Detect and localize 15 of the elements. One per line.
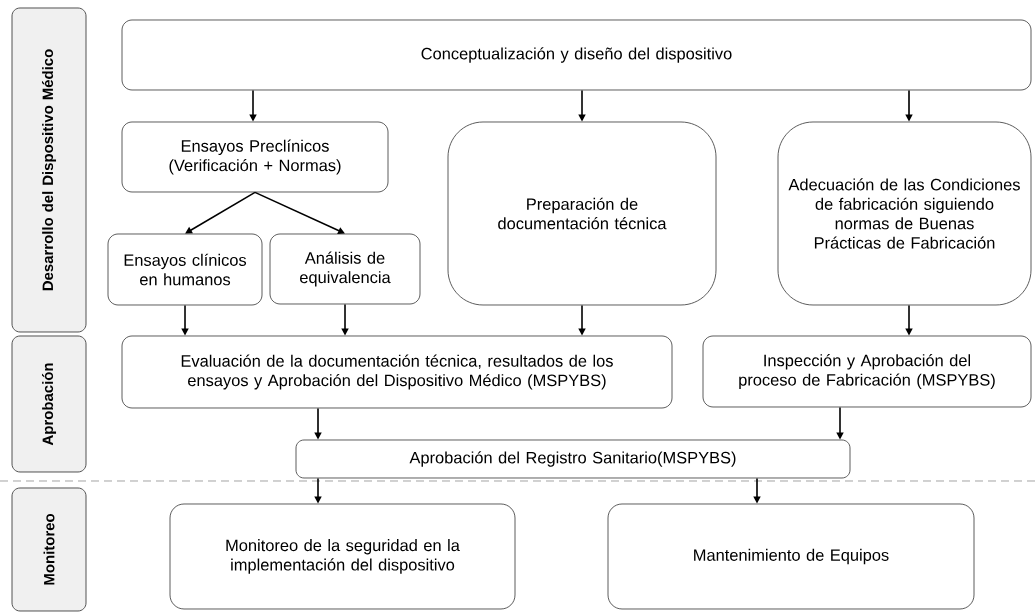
process-box: Evaluación de la documentación técnica, resultados de los ensayos y Aprobación del Dispositivo Médico (MSPYBS): [121, 335, 673, 409]
process-box: Monitoreo de la seguridad en la implementación del dispositivo: [169, 503, 516, 610]
arrow: [185, 191, 256, 234]
process-box: Ensayos Preclínicos (Verificación + Normas): [121, 121, 389, 193]
process-box: Preparación de documentación técnica: [447, 121, 717, 306]
process-box: Ensayos clínicos en humanos: [107, 233, 263, 306]
lane-label: Monitoreo: [11, 487, 87, 612]
process-box: Adecuación de las Condiciones de fabricación siguiendo normas de Buenas Prácticas de Fabricación: [777, 121, 1032, 306]
process-box: Inspección y Aprobación del proceso de Fabricación (MSPYBS): [702, 335, 1032, 408]
process-box: Análisis de equivalencia: [269, 233, 421, 305]
lane-label: Desarrollo del Dispositivo Médico: [11, 7, 87, 333]
lane-label: Aprobación: [11, 335, 87, 473]
process-box: Aprobación del Registro Sanitario(MSPYBS): [295, 439, 851, 479]
process-box: Conceptualización y diseño del dispositivo: [121, 19, 1032, 91]
process-box: Mantenimiento de Equipos: [607, 503, 975, 610]
